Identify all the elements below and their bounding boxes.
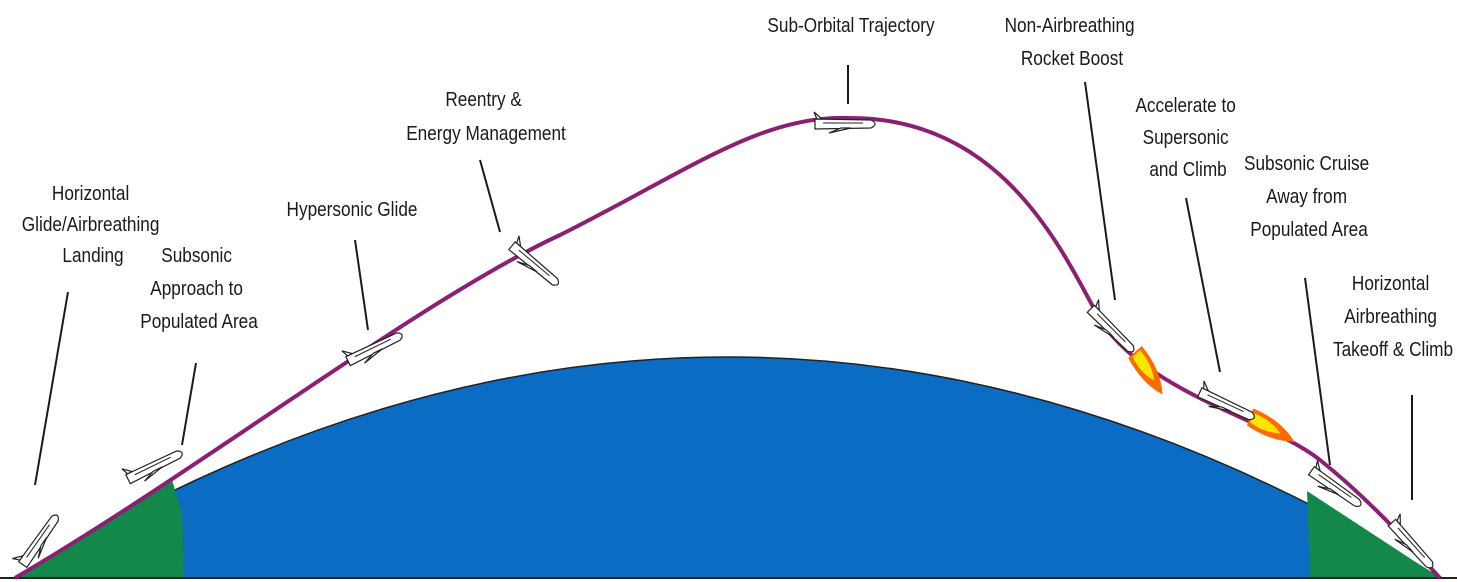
- label-accelerate: Accelerate to Supersonic and Climb: [1135, 94, 1240, 181]
- leader-hypersonic-glide: [354, 239, 369, 331]
- label-subsonic-approach: Subsonic Approach to Populated Area: [140, 244, 258, 333]
- leader-rocket-boost: [1084, 81, 1116, 301]
- vehicle-subsonic-approach-icon: [121, 441, 187, 489]
- vehicle-accelerate-icon: [1194, 380, 1260, 427]
- leader-landing: [34, 291, 69, 486]
- leader-accelerate: [1185, 197, 1221, 373]
- vehicle-reentry-icon: [504, 235, 567, 292]
- label-takeoff: Horizontal Airbreathing Takeoff & Climb: [1333, 272, 1453, 361]
- earth-ocean: [12, 356, 1443, 579]
- leader-subsonic-approach: [181, 362, 197, 446]
- label-rocket-boost: Non-Airbreathing Rocket Boost: [1005, 14, 1140, 70]
- label-reentry: Reentry & Energy Management: [406, 88, 566, 145]
- leader-reentry: [479, 159, 501, 233]
- flame-rocket-boost-icon: [1125, 345, 1176, 398]
- label-horizontal-glide-landing: Horizontal Glide/Airbreathing Landing: [22, 182, 164, 267]
- vehicle-sub-orbital-icon: [813, 111, 876, 134]
- label-subsonic-cruise: Subsonic Cruise Away from Populated Area: [1244, 152, 1374, 241]
- label-sub-orbital: Sub-Orbital Trajectory: [767, 14, 935, 37]
- vehicle-rocket-boost-icon: [1083, 298, 1143, 359]
- leader-subsonic-cruise: [1304, 277, 1331, 466]
- land-right: [1307, 491, 1440, 578]
- label-hypersonic-glide: Hypersonic Glide: [287, 198, 418, 221]
